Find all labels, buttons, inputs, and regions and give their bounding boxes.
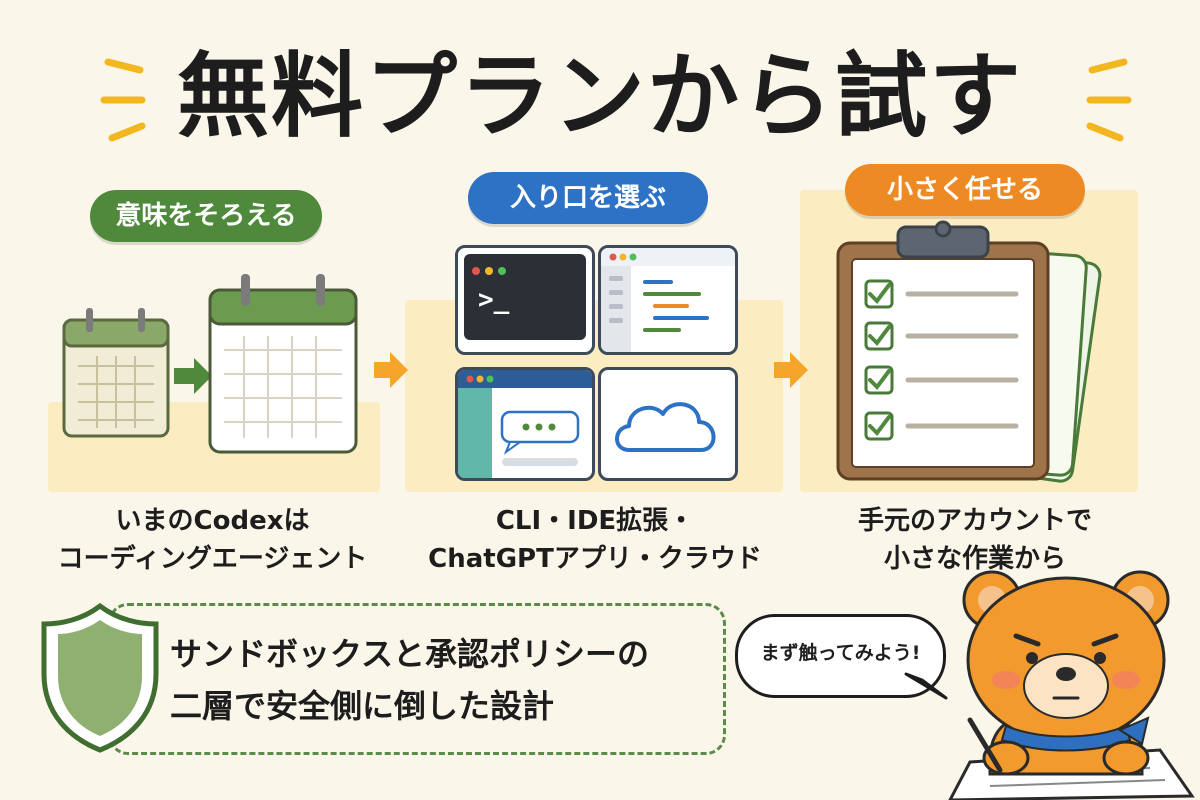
safety-note-text: サンドボックスと承認ポリシーの 二層で安全側に倒した設計 [170,628,710,732]
arrow-right-icon [374,352,408,388]
page-title: 無料プランから試す [176,43,1023,150]
step-caption-1: いまのCodexは コーディングエージェント [40,502,385,578]
title-sparkles [100,58,1132,142]
speech-bubble-tail [904,672,948,700]
arrow-right-icon [774,352,808,388]
cloud-icon [615,402,716,452]
caption-line: 小さな作業から [883,544,1066,574]
caption-line: ChatGPTアプリ・クラウド [428,544,762,574]
small-calendar-icon [62,308,170,438]
large-calendar-icon [208,274,358,454]
caption-line: いまのCodexは [115,506,310,536]
step-caption-2: CLI・IDE拡張・ ChatGPTアプリ・クラウド [420,502,770,578]
caption-line: コーディングエージェント [57,544,368,574]
step-label-2: 入り口を選ぶ [468,172,708,224]
safety-line: サンドボックスと承認ポリシーの [170,635,650,673]
step-label-3: 小さく任せる [845,164,1085,216]
clipboard-checklist-icon [836,220,1102,483]
bear-mascot [948,570,1195,800]
shield-icon [41,602,159,753]
ide-card [598,245,738,355]
safety-line: 二層で安全側に倒した設計 [170,687,555,725]
step-label-1: 意味をそろえる [90,190,322,242]
terminal-card: >_ [455,245,595,355]
caption-line: CLI・IDE拡張・ [495,506,695,536]
cloud-card [598,367,738,481]
calendar-icons [62,274,358,454]
arrow-icon [174,358,212,394]
speech-bubble: まず触ってみよう! [735,614,946,698]
chat-app-card [455,367,595,481]
terminal-prompt: >_ [478,285,510,315]
step-caption-3: 手元のアカウントで 小さな作業から [810,502,1140,578]
caption-line: 手元のアカウントで [857,506,1092,536]
